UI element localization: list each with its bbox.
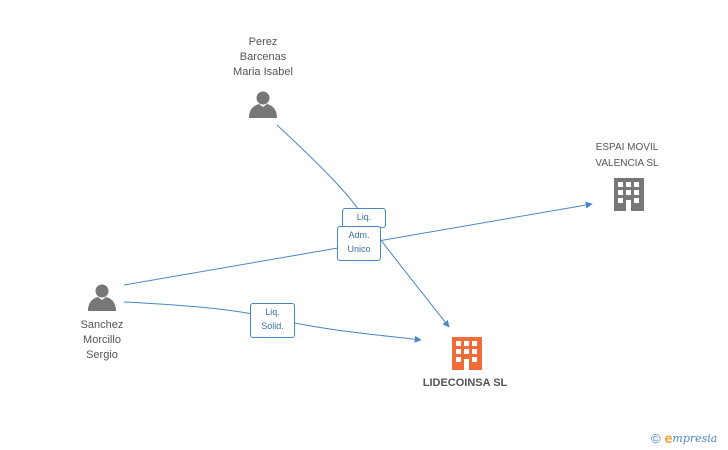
edge-label-adm-unico[interactable]: Adm. Unico: [337, 226, 381, 261]
brand-name: mpresia: [672, 431, 718, 445]
company-name-espai[interactable]: ESPAI MOVIL VALENCIA SL: [595, 142, 659, 169]
main-company-building-icon[interactable]: [452, 337, 482, 370]
company-name-lidecoinsa[interactable]: LIDECOINSA SL: [422, 377, 508, 389]
edge-label-liq[interactable]: Liq.: [342, 208, 386, 228]
copyright-symbol: ©: [651, 430, 661, 446]
brand-initial: e: [664, 430, 673, 446]
empresia-watermark: © e mpresia: [651, 428, 717, 448]
edge-label-liq-solid[interactable]: Liq. Solid.: [250, 303, 295, 338]
person-icon[interactable]: [88, 284, 116, 312]
person-name-perez[interactable]: Perez Barcenas Maria Isabel: [233, 36, 293, 78]
building-icon[interactable]: [614, 178, 644, 211]
person-name-sanchez[interactable]: Sanchez Morcillo Sergio: [80, 319, 124, 361]
person-icon[interactable]: [249, 91, 277, 119]
